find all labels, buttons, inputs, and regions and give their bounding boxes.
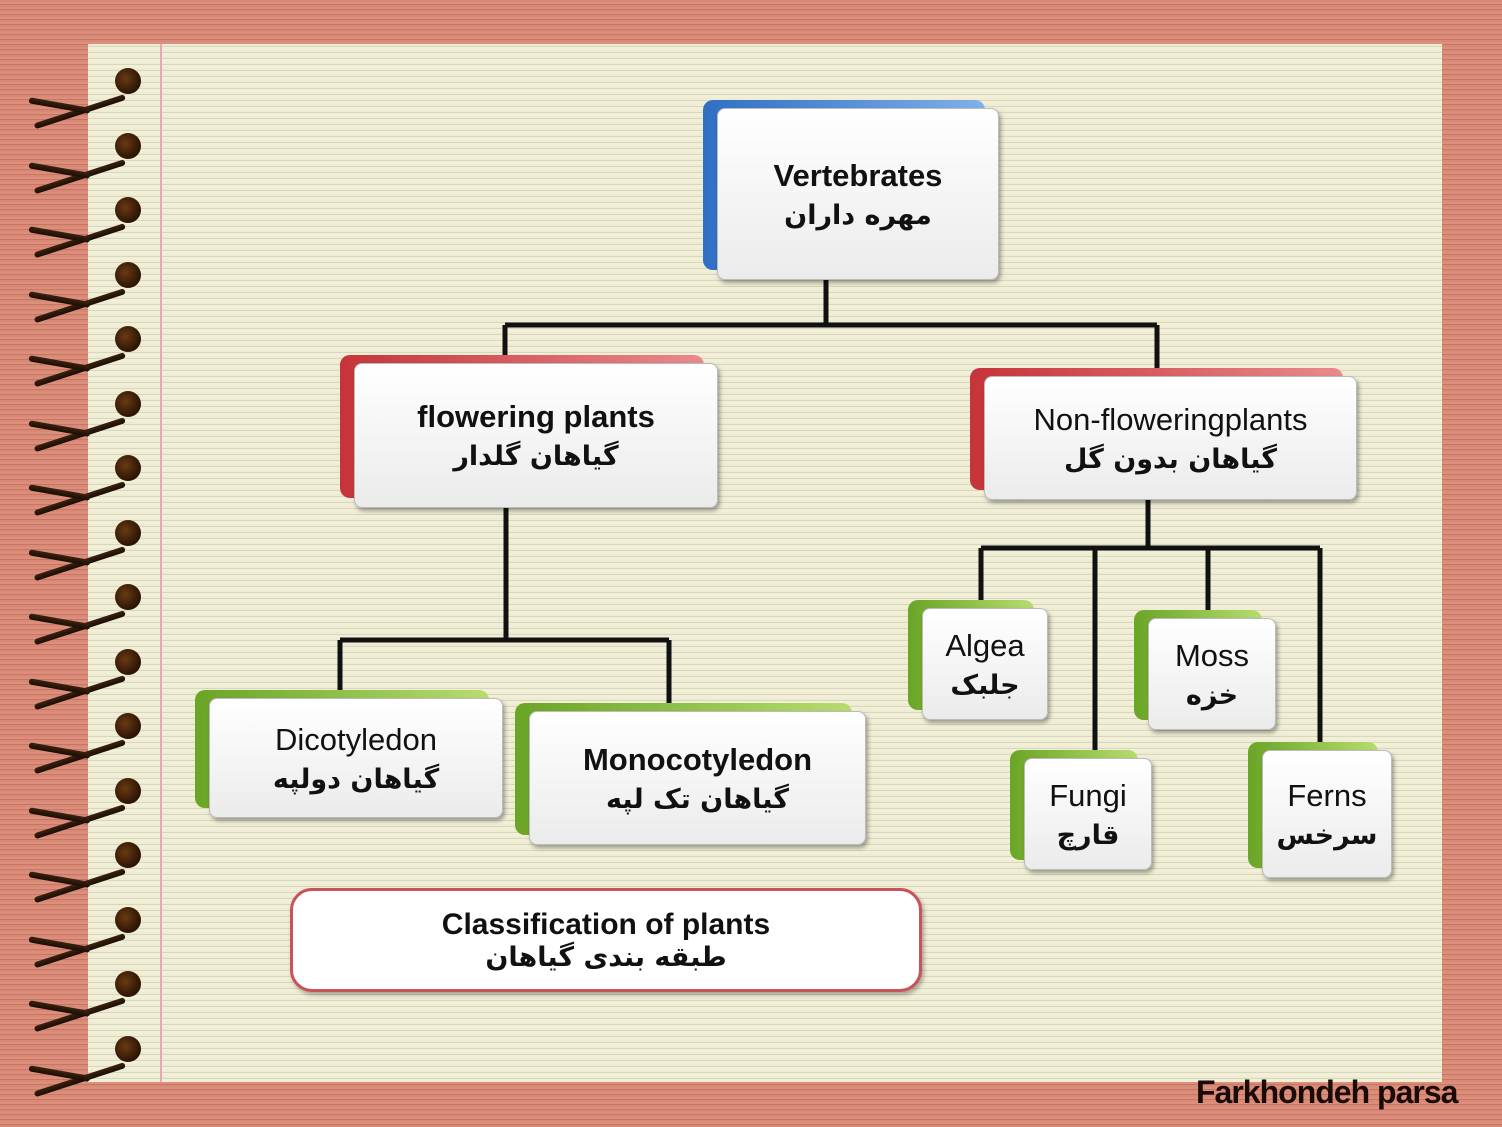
node-label-en: Monocotyledon [582, 741, 813, 777]
node-label-fa: گیاهان گلدار [453, 441, 619, 472]
node-label-en: Moss [1174, 637, 1250, 673]
node-moss: Moss خزه [1134, 610, 1276, 730]
margin-line [160, 44, 162, 1082]
connector-flowering [337, 508, 672, 705]
spiral-hole [115, 1035, 141, 1062]
node-vertebrates: Vertebrates مهره داران [703, 100, 999, 280]
node-label-fa: گیاهان دولپه [272, 763, 440, 795]
diagram-caption: Classification of plants طبقه بندی گیاها… [290, 888, 922, 992]
node-ferns: Ferns سرخس [1248, 742, 1392, 878]
node-label-fa: گیاهان بدون گل [1064, 443, 1277, 475]
node-label-en: Ferns [1287, 777, 1367, 813]
spiral-hole [115, 132, 141, 159]
spiral-hole [115, 713, 141, 739]
node-label-en: Vertebrates [773, 157, 943, 193]
node-non-flowering-plants: Non-floweringplants گیاهان بدون گل [970, 368, 1357, 500]
spiral-hole [115, 455, 141, 481]
node-label-fa: قارچ [1056, 819, 1120, 851]
spiral-hole [115, 68, 141, 94]
node-label-en: flowering plants [417, 399, 655, 434]
node-label-en: Algea [945, 627, 1025, 663]
node-label-en: Fungi [1049, 777, 1127, 813]
node-label-fa: سرخس [1276, 819, 1378, 851]
spiral-hole [115, 519, 141, 546]
connector-root [502, 280, 1160, 370]
spiral-hole [115, 197, 141, 223]
spiral-hole [115, 648, 141, 675]
connector-nonflowering [978, 500, 1323, 752]
node-fungi: Fungi قارچ [1010, 750, 1152, 870]
node-label-en: Non-floweringplants [1033, 401, 1308, 437]
caption-fa: طبقه بندی گیاهان [485, 941, 727, 973]
node-label-fa: جلبک [950, 669, 1020, 701]
node-label-fa: گیاهان تک لپه [606, 783, 789, 815]
author-signature: Farkhondeh parsa [1196, 1074, 1458, 1110]
spiral-hole [115, 584, 141, 610]
node-algea: Algea جلبک [908, 600, 1048, 720]
node-label-fa: خزه [1185, 679, 1239, 711]
spiral-hole [115, 842, 141, 868]
node-dicotyledon: Dicotyledon گیاهان دولپه [195, 690, 503, 818]
spiral-hole [115, 390, 141, 417]
spiral-hole [115, 906, 141, 933]
node-monocotyledon: Monocotyledon گیاهان تک لپه [515, 703, 866, 845]
node-flowering-plants: flowering plants گیاهان گلدار [340, 355, 718, 508]
caption-en: Classification of plants [441, 907, 771, 941]
spiral-hole [115, 261, 141, 288]
node-label-fa: مهره داران [784, 199, 932, 231]
spiral-hole [115, 971, 141, 997]
spiral-hole [115, 326, 141, 352]
spiral-hole [115, 777, 141, 804]
node-label-en: Dicotyledon [275, 721, 437, 757]
